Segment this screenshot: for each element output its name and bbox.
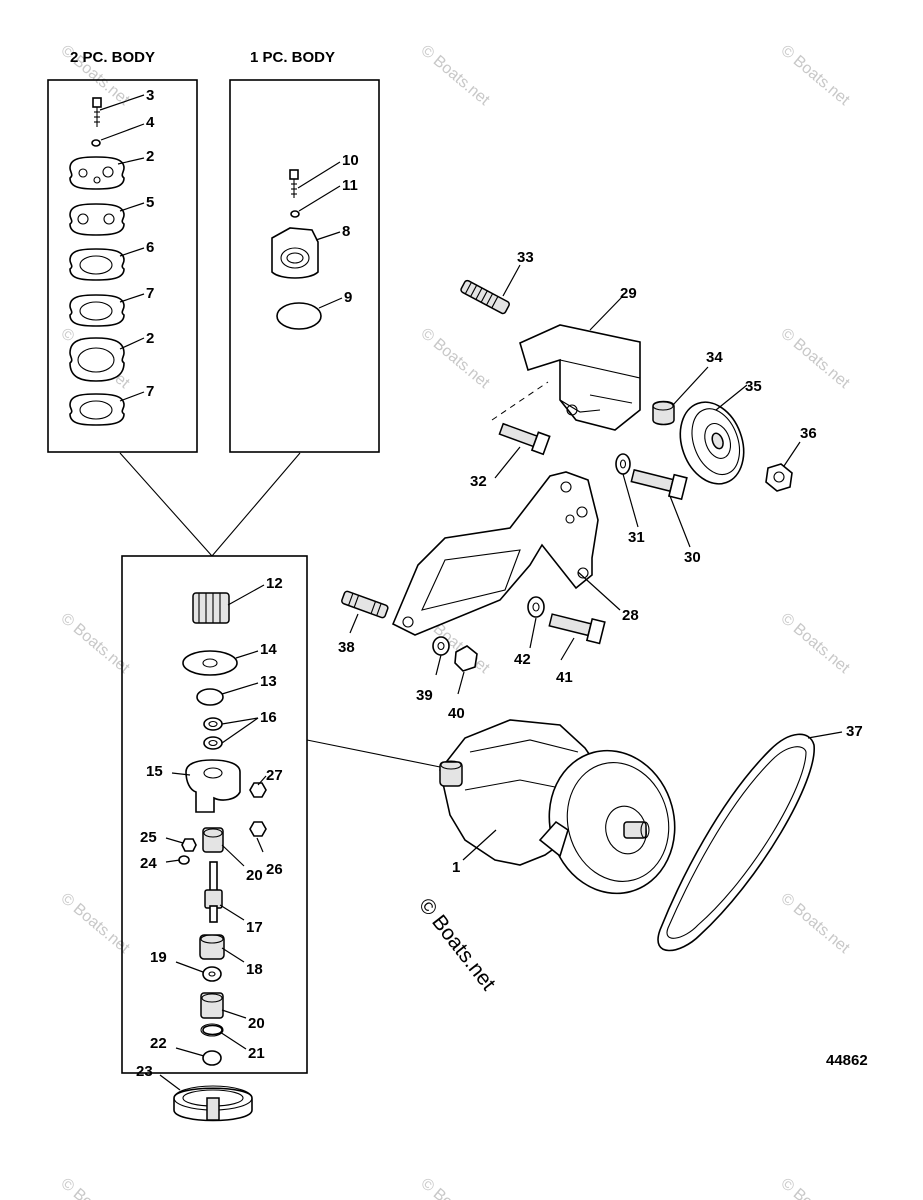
callout-23: 23: [136, 1063, 153, 1080]
gasket: [69, 393, 125, 426]
callout-19: 19: [150, 949, 167, 966]
one-pc-body-box: [229, 79, 380, 453]
one-pc-body-parts: [271, 169, 322, 330]
serpentine-belt: [657, 733, 815, 952]
idler-bracket: [519, 324, 641, 431]
callout-7: 7: [146, 285, 154, 302]
callout-40: 40: [448, 705, 465, 722]
water-pump: [439, 719, 676, 895]
callout-36: 36: [800, 425, 817, 442]
callout-31: 31: [628, 529, 645, 546]
o-ring: [276, 302, 322, 330]
callout-37: 37: [846, 723, 863, 740]
watermark-center: © Boats.net: [414, 894, 500, 995]
callout-41: 41: [556, 669, 573, 686]
callout-14: 14: [260, 641, 277, 658]
screw-head: [92, 97, 102, 108]
watermark: © Boats.net: [417, 42, 493, 109]
two-pc-body-box: [47, 79, 198, 453]
idler-pulley: [679, 401, 745, 485]
connector-line: [211, 452, 301, 557]
callout-25: 25: [140, 829, 157, 846]
callout-42: 42: [514, 651, 531, 668]
callout-39: 39: [416, 687, 433, 704]
watermark: © Boats.net: [777, 325, 853, 392]
bearing: [199, 934, 225, 960]
callout-28: 28: [622, 607, 639, 624]
callout-2: 2: [146, 148, 154, 165]
gasket: [69, 203, 125, 236]
callout-17: 17: [246, 919, 263, 936]
watermark: © Boats.net: [777, 610, 853, 677]
watermark: © Boats.net: [417, 325, 493, 392]
callout-2: 2: [146, 330, 154, 347]
callout-5: 5: [146, 194, 154, 211]
callout-35: 35: [745, 378, 762, 395]
callout-9: 9: [344, 289, 352, 306]
callout-8: 8: [342, 223, 350, 240]
watermark: © Boats.net: [417, 1175, 493, 1200]
diagram-number: 44862: [826, 1052, 868, 1069]
connector-line: [119, 452, 213, 557]
callout-4: 4: [146, 114, 155, 131]
body-plate: [69, 156, 125, 190]
callout-7: 7: [146, 383, 154, 400]
body-plate: [69, 337, 125, 382]
header-2pc-body: 2 PC. BODY: [70, 49, 155, 66]
leader-lines: [99, 94, 843, 1091]
wear-plate: [182, 650, 238, 676]
callout-13: 13: [260, 673, 277, 690]
callout-15: 15: [146, 763, 163, 780]
watermark: © Boats.net: [777, 1175, 853, 1200]
callout-33: 33: [517, 249, 534, 266]
callout-32: 32: [470, 473, 487, 490]
connector-line: [306, 739, 446, 769]
callout-labels: 3 4 2 5 6 7 2 7 10 11 8 9 12 14 13 16 15…: [136, 87, 863, 1080]
callout-38: 38: [338, 639, 355, 656]
callout-18: 18: [246, 961, 263, 978]
callout-30: 30: [684, 549, 701, 566]
callout-6: 6: [146, 239, 154, 256]
callout-16: 16: [260, 709, 277, 726]
gasket: [69, 248, 125, 281]
impeller: [192, 592, 230, 624]
callout-20: 20: [246, 867, 263, 884]
watermark: © Boats.net: [57, 1175, 133, 1200]
callout-20: 20: [248, 1015, 265, 1032]
callout-3: 3: [146, 87, 154, 104]
callout-1: 1: [452, 859, 460, 876]
impeller-kit-box: [121, 555, 308, 1074]
two-pc-body-parts: [69, 97, 125, 426]
callout-29: 29: [620, 285, 637, 302]
pump-housing: [185, 759, 241, 813]
callout-26: 26: [266, 861, 283, 878]
callout-34: 34: [706, 349, 723, 366]
header-1pc-body: 1 PC. BODY: [250, 49, 335, 66]
gasket: [69, 294, 125, 327]
callout-12: 12: [266, 575, 283, 592]
watermark: © Boats.net: [777, 42, 853, 109]
callout-21: 21: [248, 1045, 265, 1062]
watermark-layer: © Boats.net © Boats.net © Boats.net © Bo…: [57, 42, 853, 1200]
callout-24: 24: [140, 855, 157, 872]
callout-10: 10: [342, 152, 359, 169]
callout-11: 11: [342, 177, 358, 194]
callout-27: 27: [266, 767, 283, 784]
callout-22: 22: [150, 1035, 167, 1052]
watermark: © Boats.net: [777, 890, 853, 957]
impeller-kit-parts: [173, 592, 267, 1122]
bracket-assembly: [341, 279, 793, 672]
